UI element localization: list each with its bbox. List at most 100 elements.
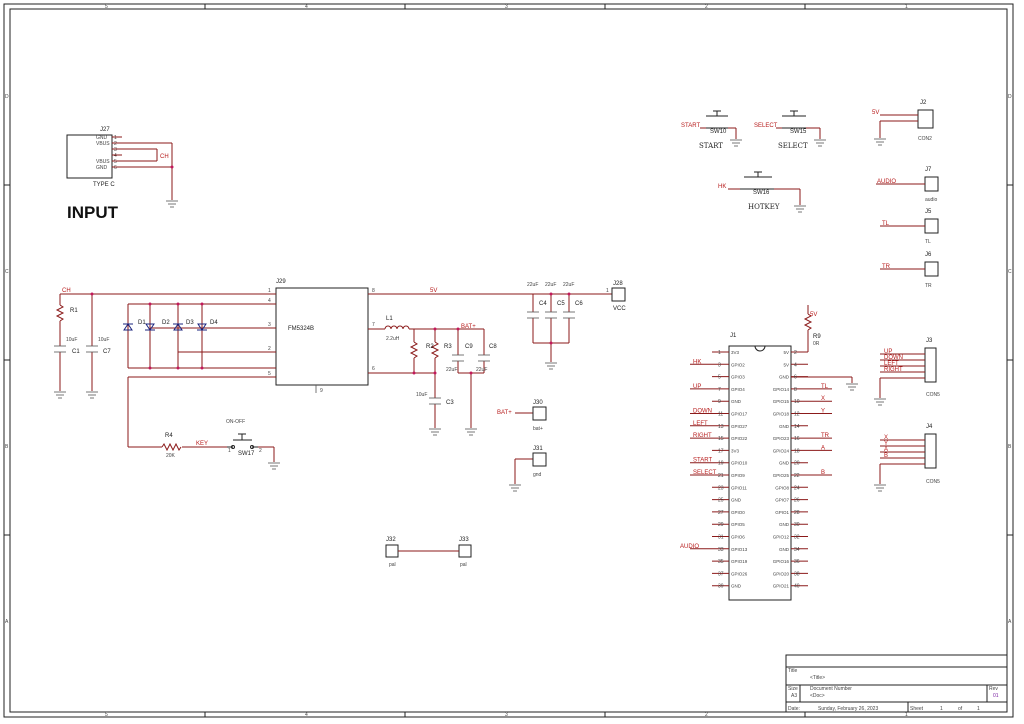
col-label: 2 <box>705 4 708 10</box>
ic-value: FM5324B <box>288 326 314 332</box>
header-pin-row: 28 GPIO1 <box>775 510 808 516</box>
ic-pin: 7 <box>372 322 375 328</box>
header-pin-name: GPIO16 <box>773 559 790 564</box>
col-label: 4 <box>305 4 308 10</box>
sw17-switch[interactable] <box>227 433 258 449</box>
c7-value: 10uF <box>98 337 109 343</box>
l1-ref: L1 <box>386 316 393 322</box>
rev-value: 01 <box>993 693 999 699</box>
header-pin-name: GND <box>731 584 742 589</box>
j6-value: TR <box>925 283 932 289</box>
ic-pin: 3 <box>268 322 271 328</box>
pin-name: GND <box>96 135 108 141</box>
sw17-ref: SW17 <box>238 451 255 457</box>
date-value: Sunday, February 26, 2023 <box>818 706 878 712</box>
col-label: 4 <box>305 712 308 718</box>
j28-connector <box>611 287 626 302</box>
header-pin-name: GPIO5 <box>731 522 745 527</box>
header-pin-number: 38 <box>794 571 800 577</box>
header-pin-number: 11 <box>718 412 723 418</box>
start-button-switch[interactable]: START SW10 START <box>681 110 742 150</box>
net-label-j5: TL <box>882 221 890 227</box>
header-pin-name: GPIO17 <box>731 412 748 417</box>
header-pin-number: 33 <box>718 547 724 553</box>
header-pin-name: 5V <box>783 350 789 355</box>
header-pin-number: 1 <box>718 350 721 356</box>
c5-ref: C5 <box>557 301 565 307</box>
header-net-label: A <box>821 445 825 451</box>
col-label: 2 <box>705 712 708 718</box>
pin-number: 5 <box>114 159 117 165</box>
header-pin-name: GPIO10 <box>731 461 748 466</box>
header-pin-name: GPIO3 <box>731 375 745 380</box>
pin-number: 2 <box>114 141 117 147</box>
header-pin-number: 28 <box>794 510 800 516</box>
row-label: D <box>5 94 9 100</box>
header-pin-name: 3V3 <box>731 448 740 453</box>
row-label: D <box>1008 94 1012 100</box>
net-label-j3-2: DOWN <box>884 355 903 361</box>
header-pin-name: GPIO19 <box>731 559 748 564</box>
docnum-value: <Doc> <box>810 693 825 699</box>
header-pin-number: 16 <box>794 436 800 442</box>
pin-number: 1 <box>114 135 117 141</box>
j30-connector <box>532 406 547 421</box>
header-pin-name: 5V <box>783 362 789 367</box>
ic-pin: 6 <box>372 366 375 372</box>
sheet-border <box>3 3 1014 718</box>
header-pin-number: 32 <box>794 535 800 541</box>
j3-value: CON5 <box>926 392 940 398</box>
header-pin-number: 21 <box>718 473 724 479</box>
j33-value: pal <box>460 562 467 568</box>
d4-ref: D4 <box>210 320 218 326</box>
header-pin-name: GND <box>779 547 790 552</box>
header-pin-name: GPIO12 <box>773 535 790 540</box>
j33-connector <box>458 544 472 558</box>
j7-ref: J7 <box>925 167 932 173</box>
ic-pin: 2 <box>268 346 271 352</box>
hotkey-button-switch[interactable]: HK SW16 HOTKEY <box>718 171 806 213</box>
r9-ref: R9 <box>813 334 821 340</box>
j32-value: pal <box>389 562 396 568</box>
j2-value: CON2 <box>918 136 932 142</box>
net-label-j3-3: LEFT <box>884 361 899 367</box>
docnum-label: Document Number <box>810 686 852 692</box>
header-pin-number: 7 <box>718 387 721 393</box>
net-label-j7: AUDIO <box>877 179 896 185</box>
j4-value: CON5 <box>926 479 940 485</box>
sw15-ref: SW15 <box>790 129 807 135</box>
c9-ref: C9 <box>465 344 473 350</box>
header-pin-name: GPIO21 <box>773 584 790 589</box>
select-button-switch[interactable]: SELECT SW15 SELECT <box>754 110 826 150</box>
header-net-label: Y <box>821 409 825 415</box>
j3-ref: J3 <box>926 338 933 344</box>
sw17-pin1: 1 <box>228 448 231 454</box>
header-pin-name: GPIO1 <box>775 510 789 515</box>
header-pin-name: GPIO2 <box>731 362 745 367</box>
header-pin-name: GPIO4 <box>731 387 745 392</box>
j5-ref: J5 <box>925 209 932 215</box>
c3-value: 10uF <box>416 392 427 398</box>
net-label-start-btn: START <box>681 123 700 129</box>
row-label: C <box>5 269 9 275</box>
net-label-j6: TR <box>882 264 891 270</box>
j32-ref: J32 <box>386 537 396 543</box>
header-pin-number: 5 <box>718 375 721 381</box>
header-pin-number: 26 <box>794 498 800 504</box>
header-pin-number: 24 <box>794 485 800 491</box>
title-block: Title <Title> Size A3 Document Number <D… <box>785 654 1008 713</box>
j2-connector-group: 5V J2 CON2 <box>872 100 934 146</box>
pin-name: GND <box>96 165 108 171</box>
j3-connector-group: UP DOWN LEFT RIGHT J3 CON5 <box>874 338 940 406</box>
header-pin-number: 31 <box>718 535 724 541</box>
